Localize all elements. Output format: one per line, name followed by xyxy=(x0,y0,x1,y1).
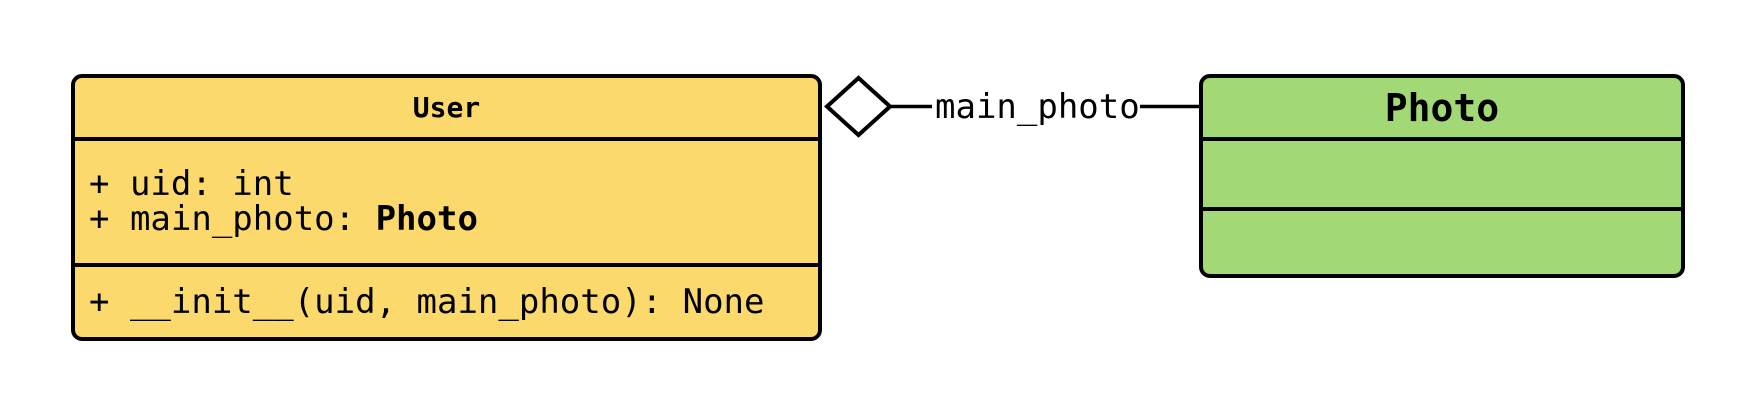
attribute-line: + main_photo: Photo xyxy=(89,199,478,239)
class-box-user: User + uid: int + main_photo: Photo + __… xyxy=(71,74,822,341)
class-title-user: User xyxy=(75,78,818,137)
method-line: + __init__(uid, main_photo): None xyxy=(89,281,765,322)
class-methods-photo xyxy=(1203,207,1681,274)
class-name-label: User xyxy=(412,91,481,124)
class-attributes-user: + uid: int + main_photo: Photo xyxy=(75,137,818,263)
class-attributes-photo xyxy=(1203,137,1681,207)
class-title-photo: Photo xyxy=(1203,78,1681,137)
aggregation-diamond-icon xyxy=(824,75,893,138)
class-methods-user: + __init__(uid, main_photo): None xyxy=(75,263,818,337)
class-box-photo: Photo xyxy=(1199,74,1685,278)
attribute-line: + uid: int xyxy=(89,164,294,204)
relation-connector: main_photo xyxy=(824,75,1202,138)
relation-label: main_photo xyxy=(935,87,1140,127)
class-name-label: Photo xyxy=(1384,85,1500,130)
